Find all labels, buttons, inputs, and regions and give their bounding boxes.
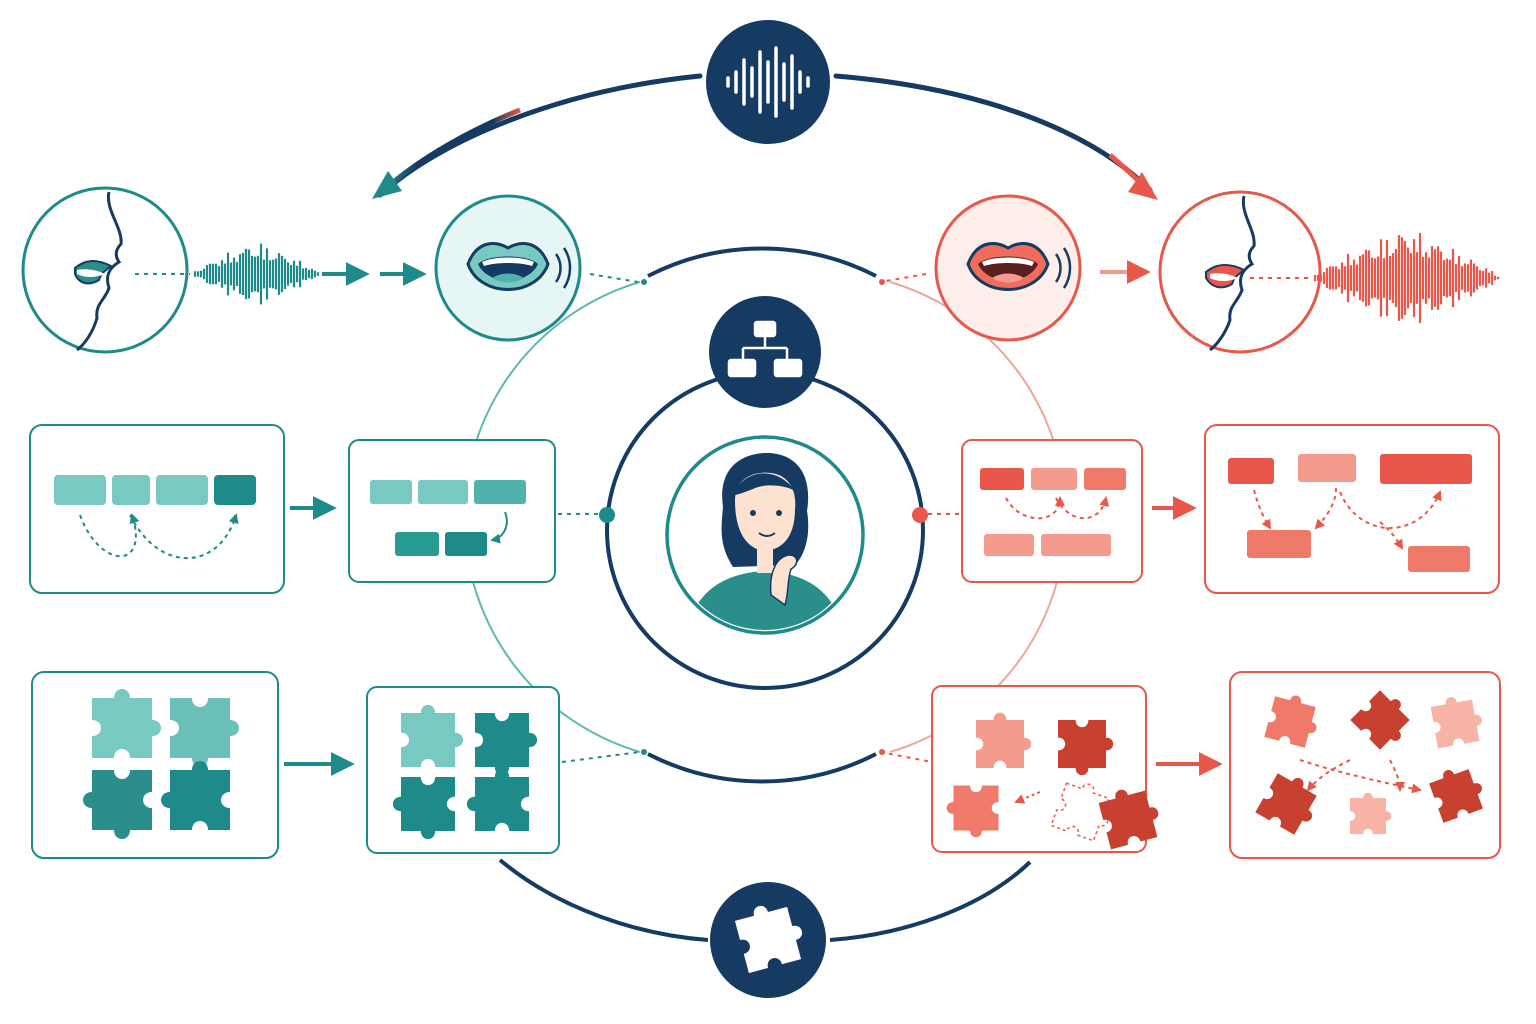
- open-mouth-icon: [466, 242, 572, 291]
- right-puzzle-panel: [879, 685, 1165, 853]
- right-syntax-result-panel: [1204, 424, 1500, 594]
- thinking-person-avatar: [685, 453, 845, 630]
- right-mouth-node: [879, 194, 1151, 342]
- left-mouth-node: [434, 194, 639, 342]
- left-waveform: [135, 243, 427, 305]
- right-waveform: [1250, 233, 1500, 323]
- left-junction-dot: [599, 507, 615, 523]
- hierarchy-node: [709, 296, 821, 408]
- arc-arrow-left: [372, 171, 402, 199]
- sound-wave-node: [706, 20, 830, 144]
- sound-wave-icon: [726, 46, 810, 118]
- right-speaker-node: [1158, 190, 1322, 354]
- left-puzzle-panel: [31, 671, 279, 859]
- arc-arrow-right: [1128, 172, 1158, 200]
- center-person-node: [665, 435, 865, 635]
- left-syntax-result-panel: [348, 439, 600, 583]
- open-mouth-icon: [966, 242, 1072, 291]
- right-junction-dot: [912, 507, 928, 523]
- bottom-arc: [498, 858, 1032, 942]
- left-speaker-node: [21, 186, 189, 354]
- hierarchy-icon: [727, 320, 803, 378]
- left-syntax-panel: [29, 424, 285, 594]
- left-puzzle-result-panel: [366, 686, 641, 854]
- speaking-face-icon: [1205, 195, 1256, 352]
- right-syntax-panel: [928, 439, 1143, 583]
- top-cycle-arc: [372, 73, 1158, 200]
- right-puzzle-result-panel: [1229, 671, 1501, 859]
- speaking-face-icon: [74, 191, 123, 352]
- puzzle-node: [710, 882, 826, 998]
